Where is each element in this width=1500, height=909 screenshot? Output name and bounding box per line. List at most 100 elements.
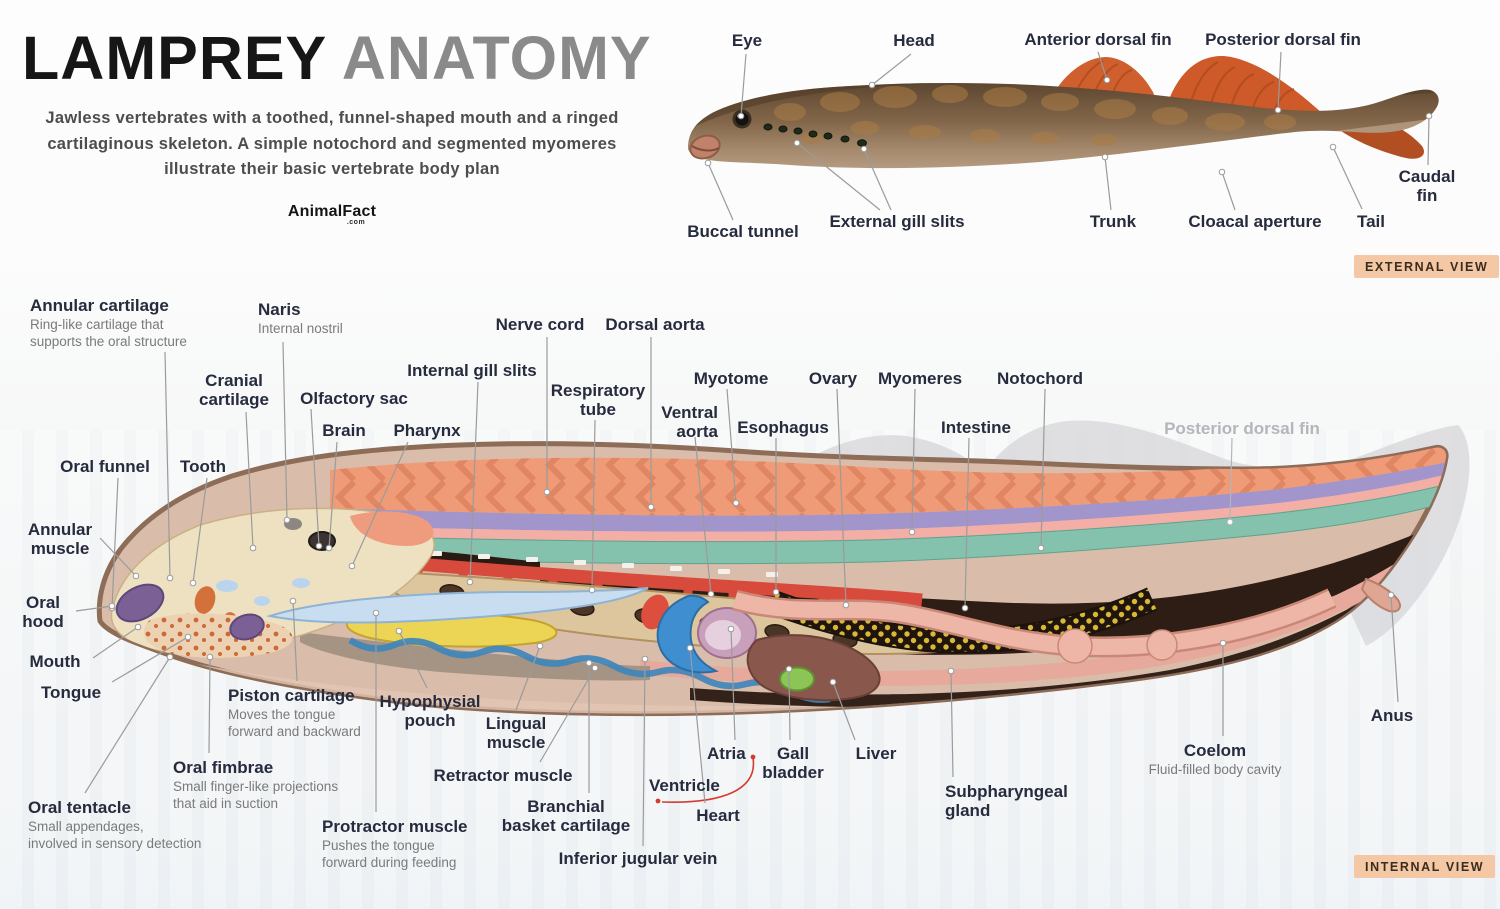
label-text: Anus [1370, 706, 1414, 725]
label-posterior-dorsal-fin: Posterior dorsal fin [1205, 30, 1361, 49]
leader-line-head [871, 53, 912, 86]
leader-dot-anterior-dorsal-fin [1103, 76, 1111, 84]
label-olfactory-sac: Olfactory sac [300, 389, 408, 408]
leader-line-eye [740, 53, 747, 117]
leader-dot-respiratory-tube [588, 586, 596, 594]
leader-dot-naris [283, 516, 291, 524]
label-subtext: Moves the tongue forward and backward [228, 707, 361, 739]
leader-dot-ventral-aorta [707, 590, 715, 598]
leader-dot-esophagus [772, 588, 780, 596]
subtitle-line-3: illustrate their basic vertebrate body p… [164, 160, 500, 179]
leader-dot-retractor-muscle [591, 664, 599, 672]
leader-line-oral-hood [75, 605, 113, 612]
leader-line-liver [832, 681, 856, 741]
label-text: Oral fimbrae [173, 758, 274, 777]
external-view-badge: EXTERNAL VIEW [1354, 255, 1500, 278]
leader-dot-trunk [1101, 153, 1109, 161]
label-text: Annular muscle [27, 520, 93, 559]
label-subtext: Small finger-like projections that aid i… [173, 779, 339, 811]
subtitle-line-1: Jawless vertebrates with a toothed, funn… [45, 109, 619, 128]
leader-dot-external-gill-slits [793, 139, 801, 147]
mouth-lip-line [691, 145, 720, 152]
label-text: Protractor muscle [322, 817, 468, 836]
label-text: Myotome [693, 369, 769, 388]
label-text: Esophagus [737, 418, 829, 437]
label-brain: Brain [322, 421, 365, 440]
leader-dot-coelom [1219, 639, 1227, 647]
leader-dot-eye [737, 112, 745, 120]
leader-dot-branchial-basket-cartilage [585, 659, 593, 667]
leader-line-lingual-muscle [515, 645, 541, 711]
leader-line-subpharyngeal-gland [950, 670, 954, 778]
label-mouth: Mouth [30, 652, 81, 671]
leader-dot-caudal-fin [1425, 112, 1433, 120]
leader-dot-myomeres [908, 528, 916, 536]
label-text: Dorsal aorta [605, 315, 705, 334]
label-text: Tail [1356, 212, 1386, 231]
label-text: Cranial cartilage [199, 371, 269, 410]
label-anus: Anus [1371, 706, 1414, 725]
leader-line-brain [328, 441, 338, 549]
leader-line-gall-bladder [788, 668, 791, 741]
label-subtext: Ring-like cartilage that supports the or… [30, 317, 187, 349]
leader-line-oral-tentacle [84, 656, 171, 794]
leader-line-myotome [726, 388, 737, 504]
leader-dot-tail [1329, 143, 1337, 151]
label-text: Lingual muscle [485, 714, 547, 753]
leader-line-atria [730, 628, 736, 741]
label-text: Brain [322, 421, 366, 440]
label-myomeres: Myomeres [878, 369, 962, 388]
label-anterior-dorsal-fin: Anterior dorsal fin [1024, 30, 1171, 49]
label-posterior-dorsal-fin-internal: Posterior dorsal fin [1164, 419, 1320, 438]
label-text: Intestine [941, 418, 1011, 437]
leader-line-caudal-fin [1427, 115, 1430, 166]
external-gill-slits-shapes [763, 123, 867, 147]
leader-line-external-gill-slits [796, 142, 881, 211]
label-nerve-cord: Nerve cord [496, 315, 585, 334]
label-gall-bladder: Gall bladder [762, 744, 823, 782]
label-text: Ventricle [649, 776, 720, 795]
label-liver: Liver [856, 744, 897, 763]
leader-dot-mouth [134, 623, 142, 631]
label-text: Oral tentacle [28, 798, 131, 817]
label-intestine: Intestine [941, 418, 1011, 437]
label-text: Notochord [997, 369, 1083, 388]
label-esophagus: Esophagus [737, 418, 829, 437]
leader-dot-subpharyngeal-gland [947, 667, 955, 675]
label-ventricle: Ventricle [649, 776, 720, 795]
label-text: Internal gill slits [407, 361, 537, 380]
label-external-gill-slits: External gill slits [829, 212, 964, 231]
label-text: Eye [731, 31, 763, 50]
label-cloacal-aperture: Cloacal aperture [1188, 212, 1321, 231]
label-text: Atria [707, 744, 746, 763]
leader-line-oral-fimbrae [208, 656, 211, 754]
label-text: Trunk [1089, 212, 1137, 231]
leader-line-tooth [192, 477, 208, 584]
leader-dot-cranial-cartilage [249, 544, 257, 552]
label-myotome: Myotome [694, 369, 769, 388]
title-primary: LAMPREY [22, 24, 327, 92]
leader-dot-buccal-tunnel [704, 159, 712, 167]
label-text: Liver [855, 744, 897, 763]
leader-line-anus [1390, 594, 1399, 703]
leader-lines-layer [75, 51, 1433, 847]
leader-dot-brain [325, 544, 333, 552]
label-subtext: Small appendages, involved in sensory de… [28, 819, 202, 851]
leader-line-ventral-aorta [694, 436, 712, 595]
label-text: Oral hood [22, 593, 64, 632]
label-eye: Eye [732, 31, 762, 50]
leader-dot-tooth [189, 579, 197, 587]
label-head: Head [893, 31, 935, 50]
label-text: Piston cartilage [228, 686, 355, 705]
leader-line-naris [282, 341, 288, 521]
leader-dot-atria [727, 625, 735, 633]
label-text: Subpharyngeal gland [945, 782, 1068, 821]
label-text: Coelom [1183, 741, 1247, 760]
label-text: Head [893, 31, 935, 50]
label-hypophysial-pouch: Hypophysial pouch [379, 692, 480, 730]
leader-line-posterior-dorsal-fin-internal [1229, 437, 1233, 523]
leader-dot-notochord [1037, 544, 1045, 552]
leader-dot-posterior-dorsal-fin-internal [1226, 518, 1234, 526]
